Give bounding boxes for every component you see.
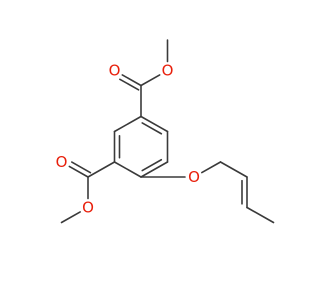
single-bond-c11-c12 <box>219 161 248 178</box>
single-bond-c3-c4 <box>113 161 142 178</box>
double-bond-c9-o3 <box>68 165 89 178</box>
structure-canvas: O O O O O <box>55 39 275 224</box>
atom-label-oxygen-o3: O <box>56 153 68 171</box>
atom-label-oxygen-o4: O <box>82 199 94 217</box>
molecule-diagram: O O O O O <box>56 39 275 224</box>
single-bond-o5-c11 <box>201 161 222 174</box>
double-bond-inner-c6-c1 <box>141 122 163 135</box>
single-bond-o4-c10 <box>60 211 81 224</box>
single-bond-c3-c9 <box>87 161 116 178</box>
double-bond-c6-c1 <box>140 115 169 133</box>
single-bond-c13-c14 <box>246 206 275 224</box>
atom-label-oxygen-o2: O <box>162 62 174 80</box>
double-bond-second-c9-o3 <box>71 161 92 174</box>
atom-label-oxygen-o1: O <box>109 62 121 80</box>
single-bond-c7-o2 <box>140 74 161 87</box>
double-bond-inner-c4-c5 <box>141 158 163 172</box>
double-bond-c7-o1 <box>121 74 142 87</box>
double-bond-second-c7-o1 <box>119 78 140 91</box>
single-bond-c1-c2 <box>113 115 142 133</box>
double-bond-c4-c5 <box>140 161 169 178</box>
atom-label-oxygen-o5: O <box>188 168 200 186</box>
